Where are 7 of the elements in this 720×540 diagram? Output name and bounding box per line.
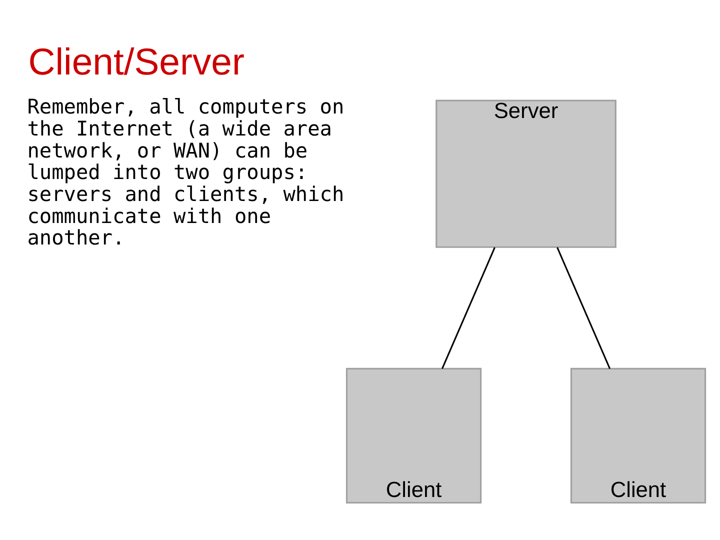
connector [556,246,611,368]
node-box: Client [570,367,706,504]
diagram-title: Client/Server [28,40,244,82]
label: Remember, all computers on the Internet (a wide area network, or WAN) can be lumped into two groups: servers and clients, which communicate with one another. [27,94,344,250]
connector [441,246,496,368]
node-box: Client [346,367,482,504]
node-box: Server [436,99,616,248]
